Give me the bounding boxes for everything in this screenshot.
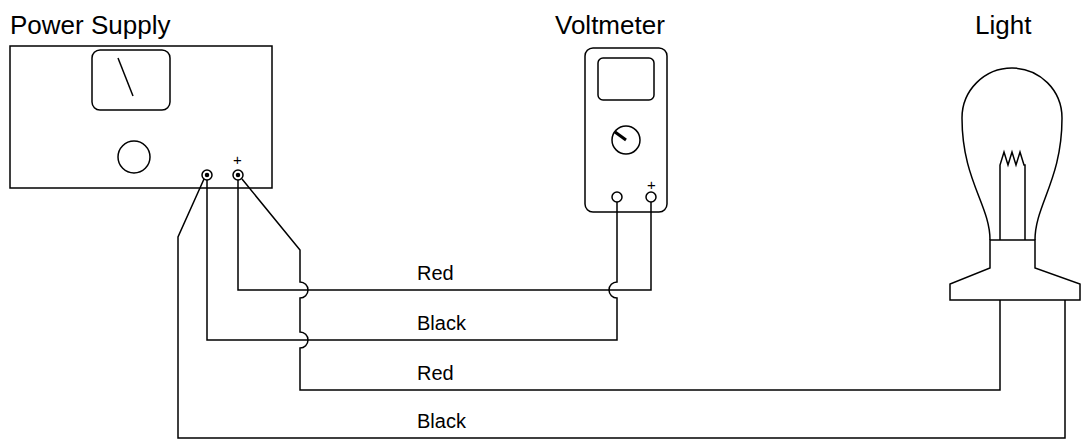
terminal bbox=[202, 170, 212, 180]
terminal bbox=[233, 170, 243, 180]
lamp-base bbox=[950, 240, 1080, 300]
voltmeter-case bbox=[585, 48, 667, 212]
dial-pointer bbox=[615, 132, 626, 140]
device-heading: Power Supply bbox=[10, 10, 276, 40]
wire-label: Black bbox=[415, 312, 468, 335]
wire bbox=[207, 180, 617, 340]
terminal bbox=[612, 192, 622, 202]
device-heading: Voltmeter bbox=[555, 10, 693, 40]
bulb-glass bbox=[962, 68, 1062, 240]
terminal-dot bbox=[237, 174, 240, 177]
meter-needle bbox=[118, 58, 133, 96]
control-knob bbox=[118, 141, 150, 173]
meter-window bbox=[92, 50, 170, 110]
terminal bbox=[646, 192, 656, 202]
filament bbox=[1000, 152, 1025, 240]
wire bbox=[178, 179, 1065, 438]
wire bbox=[242, 179, 1000, 390]
wire-label: Red bbox=[415, 362, 456, 385]
terminal-dot bbox=[206, 174, 209, 177]
light-bulb: Light bbox=[945, 6, 1081, 304]
device-heading: Light bbox=[975, 10, 1081, 40]
wire-label: Red bbox=[415, 262, 456, 285]
voltmeter: Voltmeter bbox=[553, 6, 693, 218]
polarity-mark: + bbox=[647, 177, 656, 192]
voltmeter-display bbox=[598, 58, 654, 100]
polarity-mark: + bbox=[233, 152, 242, 167]
wire-label: Black bbox=[415, 410, 468, 433]
power-supply-case bbox=[10, 46, 272, 188]
selector-dial bbox=[612, 126, 640, 154]
